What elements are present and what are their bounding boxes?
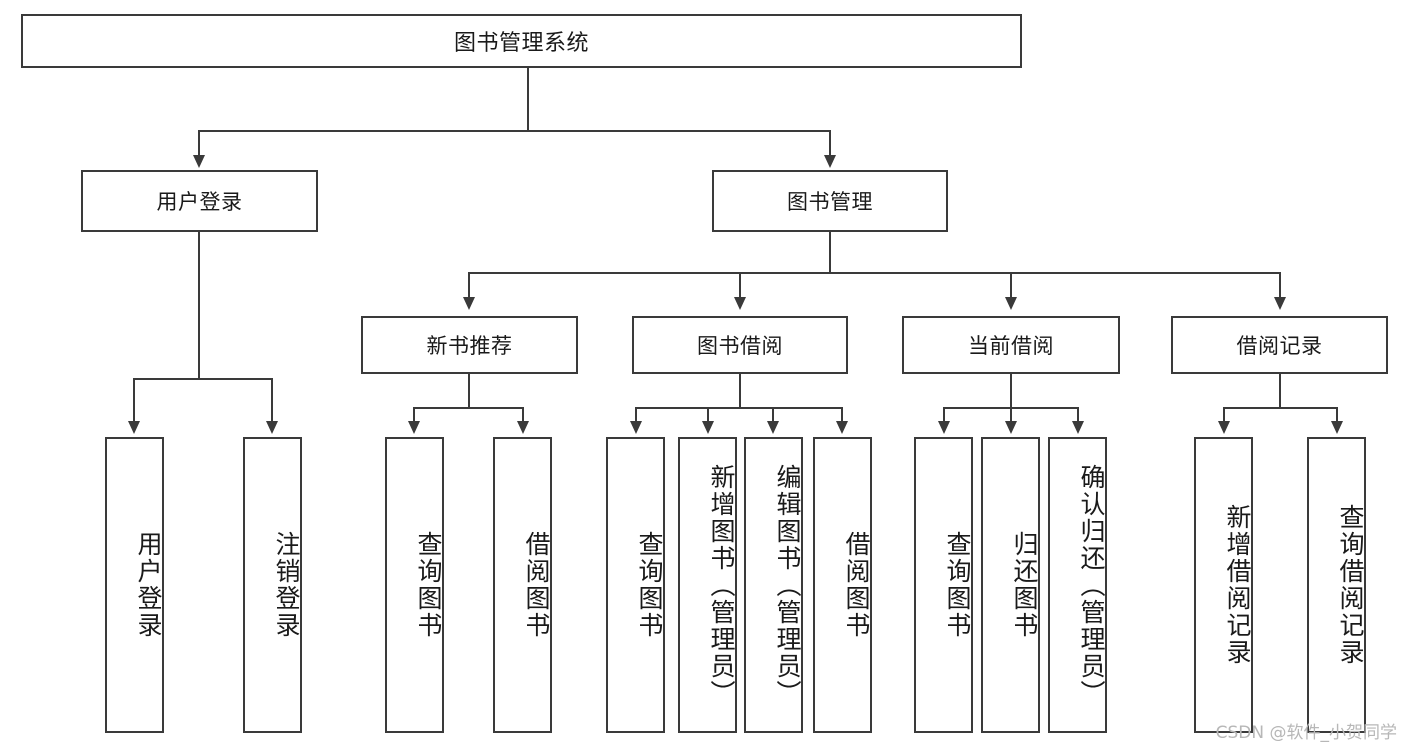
arrow-to-borrow-record <box>1274 297 1286 310</box>
edge-to-leaf-borrow-book-1 <box>522 407 524 422</box>
leaf-query-book-borrow[interactable]: 查询图书 <box>606 437 665 733</box>
arrow-to-user-login <box>193 155 205 168</box>
node-label: 编辑图书（管理员） <box>773 463 802 707</box>
arrow-to-leaf-return-book <box>1005 421 1017 434</box>
edge-to-new-book <box>468 272 470 298</box>
node-label: 查询借阅记录 <box>1336 504 1365 666</box>
node-label: 查询图书 <box>414 531 443 639</box>
arrow-to-leaf-logout <box>266 421 278 434</box>
edge-to-book-mgmt <box>829 130 831 156</box>
node-label: 借阅图书 <box>522 531 551 639</box>
leaf-borrow-book[interactable]: 借阅图书 <box>813 437 872 733</box>
arrow-to-leaf-user-login <box>128 421 140 434</box>
leaf-logout[interactable]: 注销登录 <box>243 437 302 733</box>
node-label: 当前借阅 <box>968 334 1054 358</box>
leaf-add-borrow-record[interactable]: 新增借阅记录 <box>1194 437 1253 733</box>
edge-new-book-stem <box>468 374 470 408</box>
arrow-to-book-borrow <box>734 297 746 310</box>
arrow-to-leaf-borrow-book-2 <box>836 421 848 434</box>
edge-to-leaf-query-record <box>1336 407 1338 422</box>
leaf-borrow-book-recommend[interactable]: 借阅图书 <box>493 437 552 733</box>
edge-user-login-stem <box>198 232 200 379</box>
node-label: 查询图书 <box>635 531 664 639</box>
edge-to-leaf-return-book <box>1010 407 1012 422</box>
node-label: 图书管理 <box>787 190 873 214</box>
arrow-to-leaf-query-book-1 <box>408 421 420 434</box>
node-label: 图书借阅 <box>697 334 783 358</box>
node-label: 借阅记录 <box>1236 334 1323 358</box>
node-book-borrow[interactable]: 图书借阅 <box>632 316 848 374</box>
arrow-to-new-book <box>463 297 475 310</box>
node-label: 注销登录 <box>272 531 301 639</box>
node-new-book-recommend[interactable]: 新书推荐 <box>361 316 578 374</box>
edge-current-borrow-stem <box>1010 374 1012 408</box>
edge-borrow-record-stem <box>1279 374 1281 408</box>
edge-to-leaf-add-record <box>1223 407 1225 422</box>
node-label: 用户登录 <box>134 531 163 639</box>
node-label: 借阅图书 <box>842 531 871 639</box>
leaf-query-book-current[interactable]: 查询图书 <box>914 437 973 733</box>
edge-to-leaf-add-book <box>707 407 709 422</box>
edge-to-leaf-borrow-book-2 <box>841 407 843 422</box>
node-label: 确认归还（管理员） <box>1077 463 1106 707</box>
leaf-query-book-recommend[interactable]: 查询图书 <box>385 437 444 733</box>
node-label: 新增借阅记录 <box>1223 504 1252 666</box>
edge-to-leaf-logout <box>271 378 273 422</box>
node-label: 查询图书 <box>943 531 972 639</box>
node-book-management[interactable]: 图书管理 <box>712 170 948 232</box>
csdn-watermark: CSDN @软件_小贺同学 <box>1215 723 1397 743</box>
edge-to-user-login <box>198 130 200 156</box>
edge-new-book-bus <box>413 407 524 409</box>
edge-to-book-borrow <box>739 272 741 298</box>
edge-book-borrow-bus <box>635 407 843 409</box>
arrow-to-leaf-edit-book <box>767 421 779 434</box>
edge-borrow-record-bus <box>1223 407 1338 409</box>
arrow-to-current-borrow <box>1005 297 1017 310</box>
arrow-to-leaf-query-book-3 <box>938 421 950 434</box>
arrow-to-leaf-query-book-2 <box>630 421 642 434</box>
arrow-to-leaf-add-book <box>702 421 714 434</box>
edge-to-current-borrow <box>1010 272 1012 298</box>
arrow-to-leaf-borrow-book-1 <box>517 421 529 434</box>
node-root-system[interactable]: 图书管理系统 <box>21 14 1022 68</box>
node-label: 新增图书（管理员） <box>707 463 736 707</box>
leaf-return-book[interactable]: 归还图书 <box>981 437 1040 733</box>
node-borrow-record[interactable]: 借阅记录 <box>1171 316 1388 374</box>
leaf-add-book[interactable]: 新增图书（管理员） <box>678 437 737 733</box>
node-label: 用户登录 <box>156 190 243 214</box>
edge-to-leaf-user-login <box>133 378 135 422</box>
leaf-edit-book[interactable]: 编辑图书（管理员） <box>744 437 803 733</box>
edge-book-borrow-stem <box>739 374 741 408</box>
leaf-query-borrow-record[interactable]: 查询借阅记录 <box>1307 437 1366 733</box>
node-current-borrow[interactable]: 当前借阅 <box>902 316 1120 374</box>
arrow-to-leaf-add-record <box>1218 421 1230 434</box>
edge-to-borrow-record <box>1279 272 1281 298</box>
edge-to-leaf-query-book-2 <box>635 407 637 422</box>
node-user-login[interactable]: 用户登录 <box>81 170 318 232</box>
arrow-to-leaf-query-record <box>1331 421 1343 434</box>
node-label: 新书推荐 <box>426 334 513 358</box>
leaf-confirm-return[interactable]: 确认归还（管理员） <box>1048 437 1107 733</box>
edge-book-mgmt-bus <box>468 272 1281 274</box>
edge-book-mgmt-stem <box>829 232 831 273</box>
edge-root-stem <box>527 68 529 131</box>
edge-to-leaf-confirm-return <box>1077 407 1079 422</box>
edge-root-bus <box>198 130 830 132</box>
node-label: 归还图书 <box>1010 531 1039 639</box>
edge-to-leaf-query-book-3 <box>943 407 945 422</box>
node-label: 图书管理系统 <box>453 31 589 56</box>
arrow-to-leaf-confirm-return <box>1072 421 1084 434</box>
edge-to-leaf-query-book-1 <box>413 407 415 422</box>
edge-to-leaf-edit-book <box>772 407 774 422</box>
edge-user-login-bus <box>133 378 271 380</box>
leaf-user-login[interactable]: 用户登录 <box>105 437 164 733</box>
arrow-to-book-mgmt <box>824 155 836 168</box>
